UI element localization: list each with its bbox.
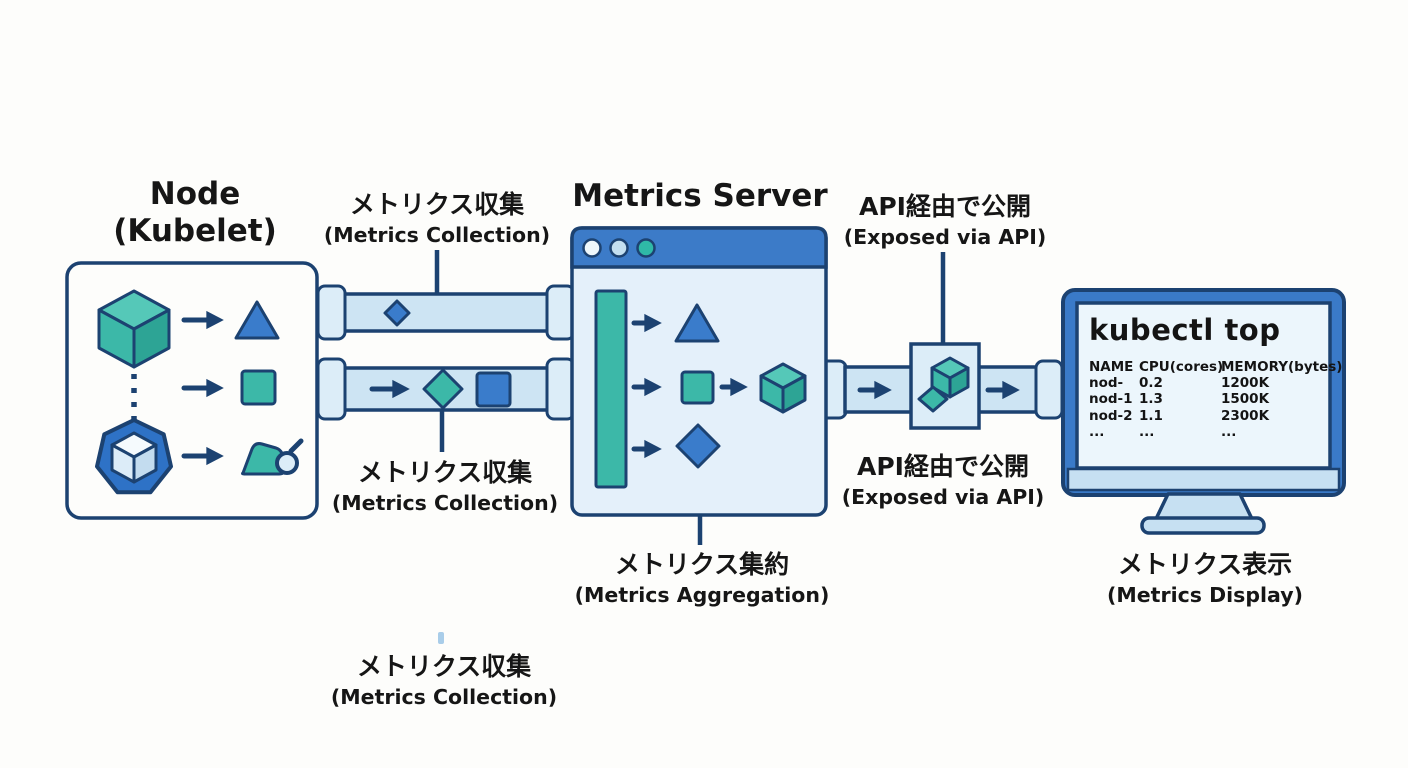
diamond-metric-icon xyxy=(675,423,721,469)
square-metric-icon xyxy=(475,371,512,408)
table-cell: 0.2 xyxy=(1139,375,1163,392)
table-cell: nod- xyxy=(1089,375,1124,392)
table-cell: 1500K xyxy=(1221,391,1270,408)
table-cell: 2300K xyxy=(1221,407,1270,424)
pod-cube-icon xyxy=(97,289,171,369)
table-cell: ... xyxy=(1221,423,1237,440)
triangle-metric-icon xyxy=(674,303,720,343)
diamond-metric-icon xyxy=(422,368,464,410)
pipe-api-right xyxy=(976,359,1064,420)
table-header-cell: CPU(cores) xyxy=(1139,359,1224,375)
api-cubes-icon xyxy=(917,356,970,413)
table-cell: ... xyxy=(1139,423,1155,440)
pipe-api-left xyxy=(818,359,914,420)
table-cell: 1200K xyxy=(1221,375,1270,392)
table-cell: nod-2 xyxy=(1089,407,1133,424)
label-jp: メトリクス収集 xyxy=(357,458,533,487)
table-header-cell: NAME xyxy=(1089,359,1134,375)
window-dot-icon xyxy=(582,238,602,258)
table-cell: ... xyxy=(1089,423,1105,440)
window-dot-icon xyxy=(609,238,629,258)
label-metrics-aggregation: メトリクス集約 (Metrics Aggregation) xyxy=(575,548,830,609)
label-metrics-collection-top: メトリクス収集 (Metrics Collection) xyxy=(324,188,550,249)
label-en: (Exposed via API) xyxy=(841,485,1045,509)
aggregation-bar xyxy=(594,289,628,489)
monitor xyxy=(1061,288,1346,535)
label-jp: メトリクス集約 xyxy=(614,550,790,579)
label-jp: メトリクス収集 xyxy=(349,190,525,219)
metrics-table: NAME CPU(cores) MEMORY(bytes) nod- 0.2 1… xyxy=(1089,359,1342,440)
monitor-base xyxy=(1140,516,1266,535)
kubernetes-node-icon xyxy=(95,418,173,495)
label-metrics-collection-mid: メトリクス収集 (Metrics Collection) xyxy=(332,456,558,517)
label-metrics-display: メトリクス表示 (Metrics Display) xyxy=(1107,548,1303,609)
label-metrics-collection-bottom: メトリクス収集 (Metrics Collection) xyxy=(331,650,557,711)
monitor-chin xyxy=(1066,467,1341,492)
label-en: (Exposed via API) xyxy=(843,225,1047,249)
label-en: (Metrics Collection) xyxy=(331,491,559,515)
label-exposed-api-top: API経由で公開 (Exposed via API) xyxy=(844,190,1047,251)
node-title-line2: (Kubelet) xyxy=(113,213,277,249)
table-cell: 1.1 xyxy=(1139,407,1163,424)
triangle-metric-icon xyxy=(234,300,280,340)
kubectl-title: kubectl top xyxy=(1089,313,1281,347)
square-metric-icon xyxy=(680,370,715,405)
diamond-metric-icon xyxy=(383,299,411,327)
label-en: (Metrics Aggregation) xyxy=(574,583,830,607)
node-title: Node (Kubelet) xyxy=(113,176,277,250)
api-box xyxy=(909,342,981,430)
node-kubelet-box xyxy=(65,261,319,520)
metrics-server-window xyxy=(570,226,828,517)
label-en: (Metrics Collection) xyxy=(330,685,558,709)
pipe-metrics-collection-bottom xyxy=(316,357,576,421)
node-title-line1: Node xyxy=(149,176,241,212)
label-jp: API経由で公開 xyxy=(857,452,1029,481)
table-cell: 1.3 xyxy=(1139,391,1163,408)
monitor-screen xyxy=(1075,301,1332,470)
window-titlebar xyxy=(570,226,828,269)
metrics-server-title: Metrics Server xyxy=(572,178,828,214)
label-jp: メトリクス表示 xyxy=(1117,550,1293,579)
window-dot-icon xyxy=(636,238,656,258)
label-en: (Metrics Collection) xyxy=(323,223,551,247)
stray-tick xyxy=(438,632,444,644)
label-jp: API経由で公開 xyxy=(859,192,1031,221)
table-cell: nod-1 xyxy=(1089,391,1133,408)
label-en: (Metrics Display) xyxy=(1107,583,1303,607)
aggregated-cube-icon xyxy=(759,362,807,414)
pipe-metrics-collection-top xyxy=(316,284,576,341)
square-metric-icon xyxy=(240,369,277,406)
pod-metric-icon xyxy=(241,438,304,476)
table-header-cell: MEMORY(bytes) xyxy=(1221,359,1343,375)
label-jp: メトリクス収集 xyxy=(356,652,532,681)
kubectl-screen: kubectl top NAME CPU(cores) MEMORY(bytes… xyxy=(1089,312,1342,440)
label-exposed-api-bottom: API経由で公開 (Exposed via API) xyxy=(842,450,1045,511)
